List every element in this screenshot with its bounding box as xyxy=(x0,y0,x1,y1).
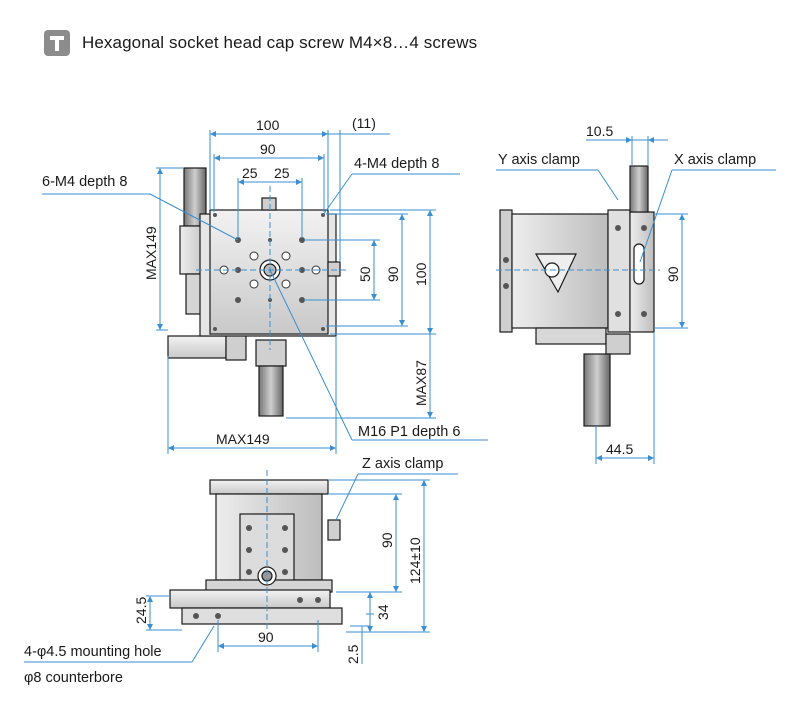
dim-max149-h: MAX149 xyxy=(216,431,270,447)
header: Hexagonal socket head cap screw M4×8…4 s… xyxy=(44,30,477,56)
dim-max87: MAX87 xyxy=(413,360,429,406)
dim-124: 124±10 xyxy=(407,537,423,584)
dim-10-5: 10.5 xyxy=(586,123,613,139)
dim-90-right: 90 xyxy=(385,266,401,282)
dim-100-top: 100 xyxy=(256,117,280,133)
dimension-texts: 100 (11) 90 25 25 MAX149 50 90 100 MAX87… xyxy=(133,115,681,664)
dim-max149-v: MAX149 xyxy=(143,226,159,280)
dim-90-top: 90 xyxy=(260,141,276,157)
label-counterbore: φ8 counterbore xyxy=(24,670,123,686)
dim-44-5: 44.5 xyxy=(606,441,633,457)
dim-25b: 25 xyxy=(274,165,290,181)
dim-90-front: 90 xyxy=(379,532,395,548)
front-view xyxy=(169,470,343,632)
callout-texts: 6-M4 depth 8 4-M4 depth 8 Y axis clamp X… xyxy=(24,152,756,686)
dim-50: 50 xyxy=(357,266,373,282)
top-view xyxy=(167,167,346,417)
dim-34: 34 xyxy=(375,604,391,620)
label-y-clamp: Y axis clamp xyxy=(498,152,580,168)
label-x-clamp: X axis clamp xyxy=(674,152,756,168)
dim-25a: 25 xyxy=(242,165,258,181)
front-view-dimensions xyxy=(24,473,458,664)
top-view-dimensions xyxy=(42,130,488,454)
dim-90-side: 90 xyxy=(665,266,681,282)
label-mounting-hole: 4-φ4.5 mounting hole xyxy=(24,644,162,660)
dim-24-5: 24.5 xyxy=(133,597,149,624)
dim-11: (11) xyxy=(352,115,376,131)
side-view xyxy=(496,165,660,427)
dim-2-5: 2.5 xyxy=(345,644,361,664)
dim-90-bottom: 90 xyxy=(258,629,274,645)
label-m16: M16 P1 depth 6 xyxy=(358,424,460,440)
tool-icon xyxy=(44,30,70,56)
header-text: Hexagonal socket head cap screw M4×8…4 s… xyxy=(82,33,478,52)
side-view-dimensions xyxy=(496,136,776,464)
label-6-m4: 6-M4 depth 8 xyxy=(42,174,127,190)
dim-100-right: 100 xyxy=(413,262,429,286)
label-z-clamp: Z axis clamp xyxy=(362,456,443,472)
label-4-m4: 4-M4 depth 8 xyxy=(354,156,439,172)
